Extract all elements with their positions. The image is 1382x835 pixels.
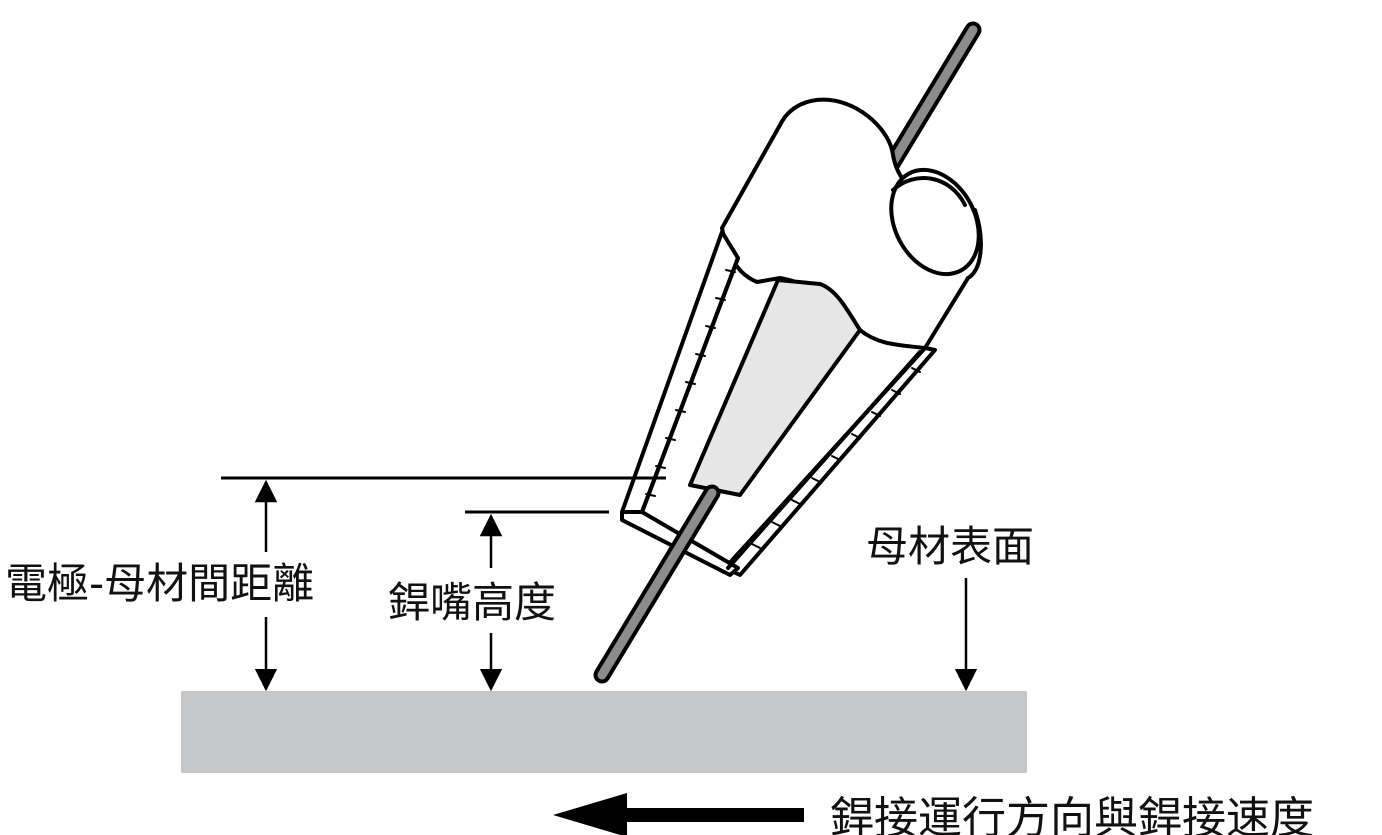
direction-speed-label: 銲接運行方向與銲接速度 — [830, 793, 1314, 835]
base-surface-label: 母材表面 — [866, 522, 1034, 571]
torch-cap — [889, 167, 981, 277]
nozzle-hatch-right — [751, 367, 921, 549]
electrode-distance-label: 電極-母材間距離 — [5, 559, 314, 608]
nozzle-height-label: 銲嘴高度 — [388, 578, 556, 627]
contact-tip — [688, 278, 862, 497]
nozzle-hatch-left — [645, 269, 736, 497]
welding-torch — [620, 97, 983, 577]
travel-direction-arrow — [553, 793, 804, 835]
electrode-wire-lower — [593, 484, 721, 684]
base-metal-plate — [181, 691, 1027, 773]
